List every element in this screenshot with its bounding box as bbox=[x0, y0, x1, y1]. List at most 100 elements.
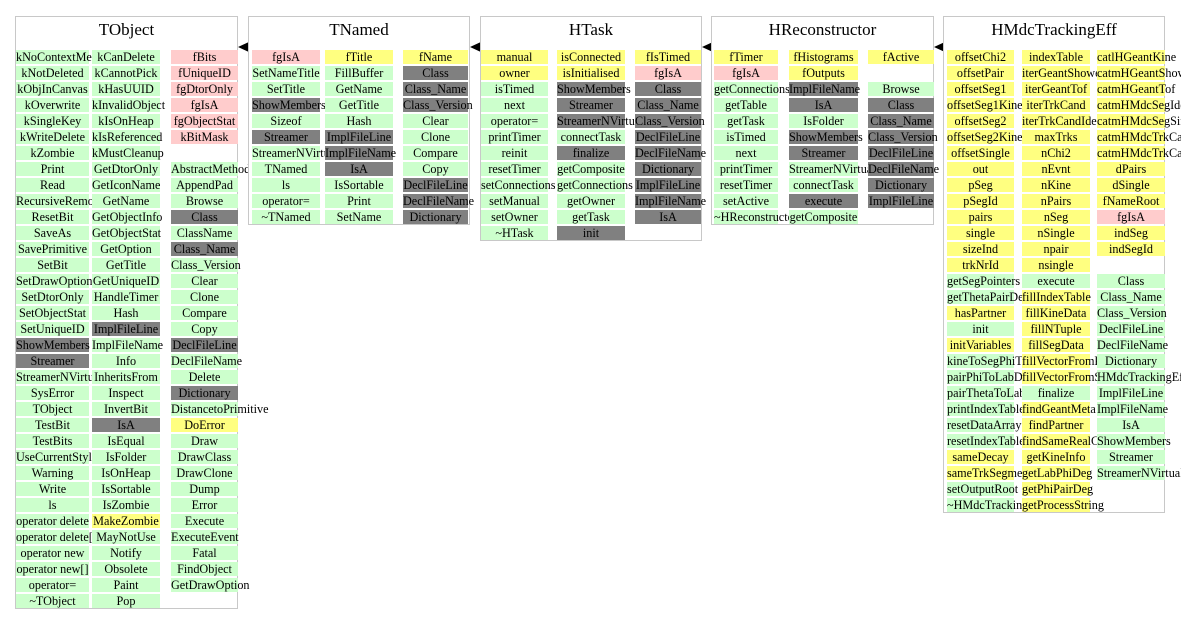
class-member: kCannotPick bbox=[92, 66, 160, 80]
class-member: kHasUUID bbox=[92, 82, 160, 96]
class-member: Streamer bbox=[557, 98, 625, 112]
class-member: Class_Name bbox=[403, 82, 468, 96]
class-member: isTimed bbox=[481, 82, 548, 96]
class-member: init bbox=[947, 322, 1014, 336]
class-member: setOwner bbox=[481, 210, 548, 224]
class-member: Class_Version bbox=[403, 98, 473, 112]
class-member: AbstractMethod bbox=[171, 162, 251, 176]
class-member: isInitialised bbox=[557, 66, 625, 80]
class-member: ls bbox=[16, 498, 89, 512]
class-member: ShowMembers bbox=[789, 130, 863, 144]
class-member: kInvalidObject bbox=[92, 98, 166, 112]
class-member: TObject bbox=[16, 402, 89, 416]
class-member: StreamerNVirtual bbox=[16, 370, 103, 384]
class-member: printTimer bbox=[481, 130, 548, 144]
class-member: fillIndexTable bbox=[1022, 290, 1091, 304]
class-member: Draw bbox=[171, 434, 238, 448]
class-member: Sizeof bbox=[252, 114, 320, 128]
class-member: fActive bbox=[868, 50, 934, 64]
class-member: DeclFileName bbox=[635, 146, 707, 160]
class-member: setActive bbox=[714, 194, 778, 208]
class-member: Compare bbox=[403, 146, 468, 160]
class-member: fillVectorFromKine bbox=[1022, 354, 1119, 368]
class-member: ImplFileName bbox=[635, 194, 707, 208]
class-member: Dump bbox=[171, 482, 238, 496]
class-member: findPartner bbox=[1022, 418, 1090, 432]
class-member: nsingle bbox=[1022, 258, 1090, 272]
class-member: Info bbox=[92, 354, 160, 368]
class-member: resetTimer bbox=[714, 178, 778, 192]
class-member: Class bbox=[1097, 274, 1165, 288]
class-member: ls bbox=[252, 178, 320, 192]
class-member: Dictionary bbox=[1097, 354, 1165, 368]
class-member: TestBits bbox=[16, 434, 89, 448]
class-member: ImplFileLine bbox=[325, 130, 393, 144]
class-member: Class bbox=[403, 66, 468, 80]
class-member: IsFolder bbox=[789, 114, 858, 128]
class-member: SaveAs bbox=[16, 226, 89, 240]
class-member: Class bbox=[868, 98, 934, 112]
class-member: offsetSingle bbox=[947, 146, 1014, 160]
class-member: isConnected bbox=[557, 50, 625, 64]
class-member: IsA bbox=[92, 418, 160, 432]
class-member: SetDrawOption bbox=[16, 274, 93, 288]
class-member: operator new bbox=[16, 546, 89, 560]
class-member: fgObjectStat bbox=[171, 114, 238, 128]
member-spacer bbox=[171, 146, 238, 160]
class-member: Clone bbox=[171, 290, 238, 304]
class-member: npair bbox=[1022, 242, 1090, 256]
class-member: nSingle bbox=[1022, 226, 1090, 240]
class-member: DoError bbox=[171, 418, 238, 432]
class-member: offsetSeg1 bbox=[947, 82, 1014, 96]
class-member: DeclFileName bbox=[171, 354, 243, 368]
class-member: ImplFileName bbox=[92, 338, 164, 352]
class-member: maxTrks bbox=[1022, 130, 1090, 144]
arrow-htask-to-tnamed-head bbox=[470, 41, 483, 53]
class-member: finalize bbox=[1022, 386, 1090, 400]
class-member: indSegId bbox=[1097, 242, 1165, 256]
class-member: nSeg bbox=[1022, 210, 1090, 224]
class-member: iterGeantTof bbox=[1022, 82, 1090, 96]
class-member: fUniqueID bbox=[171, 66, 238, 80]
class-member: ~TObject bbox=[16, 594, 89, 608]
class-member: resetDataArray bbox=[947, 418, 1022, 432]
class-member: Dictionary bbox=[171, 386, 238, 400]
class-member: iterTrkCandIdeal bbox=[1022, 114, 1106, 128]
class-member: ExecuteEvent bbox=[171, 530, 239, 544]
class-member: Execute bbox=[171, 514, 238, 528]
class-member: TNamed bbox=[252, 162, 320, 176]
class-member: fillKineData bbox=[1022, 306, 1090, 320]
class-member: Class_Name bbox=[171, 242, 238, 256]
class-member: Streamer bbox=[16, 354, 89, 368]
class-member: IsA bbox=[1097, 418, 1165, 432]
class-member: resetTimer bbox=[481, 162, 548, 176]
class-member: pairs bbox=[947, 210, 1014, 224]
class-member: Clone bbox=[403, 130, 468, 144]
class-member: kIsReferenced bbox=[92, 130, 163, 144]
class-member: Dictionary bbox=[635, 162, 701, 176]
class-member: Fatal bbox=[171, 546, 238, 560]
class-member: kObjInCanvas bbox=[16, 82, 89, 96]
class-member: out bbox=[947, 162, 1014, 176]
class-member: Print bbox=[325, 194, 393, 208]
class-member: Class_Version bbox=[868, 130, 938, 144]
class-member: next bbox=[481, 98, 548, 112]
class-member: ImplFileName bbox=[1097, 402, 1169, 416]
class-member: FindObject bbox=[171, 562, 238, 576]
class-member: offsetSeg2 bbox=[947, 114, 1014, 128]
class-member: Dictionary bbox=[868, 178, 934, 192]
class-member: Streamer bbox=[252, 130, 320, 144]
class-member: Class_Version bbox=[635, 114, 705, 128]
class-member: StreamerNVirtual bbox=[557, 114, 644, 128]
class-member: kNoContextMenu bbox=[16, 50, 105, 64]
class-member: GetObjectInfo bbox=[92, 210, 163, 224]
class-member: SetDtorOnly bbox=[16, 290, 89, 304]
class-member: execute bbox=[1022, 274, 1090, 288]
class-member: ~HReconstructor bbox=[714, 210, 798, 224]
class-title: TObject bbox=[98, 20, 155, 39]
